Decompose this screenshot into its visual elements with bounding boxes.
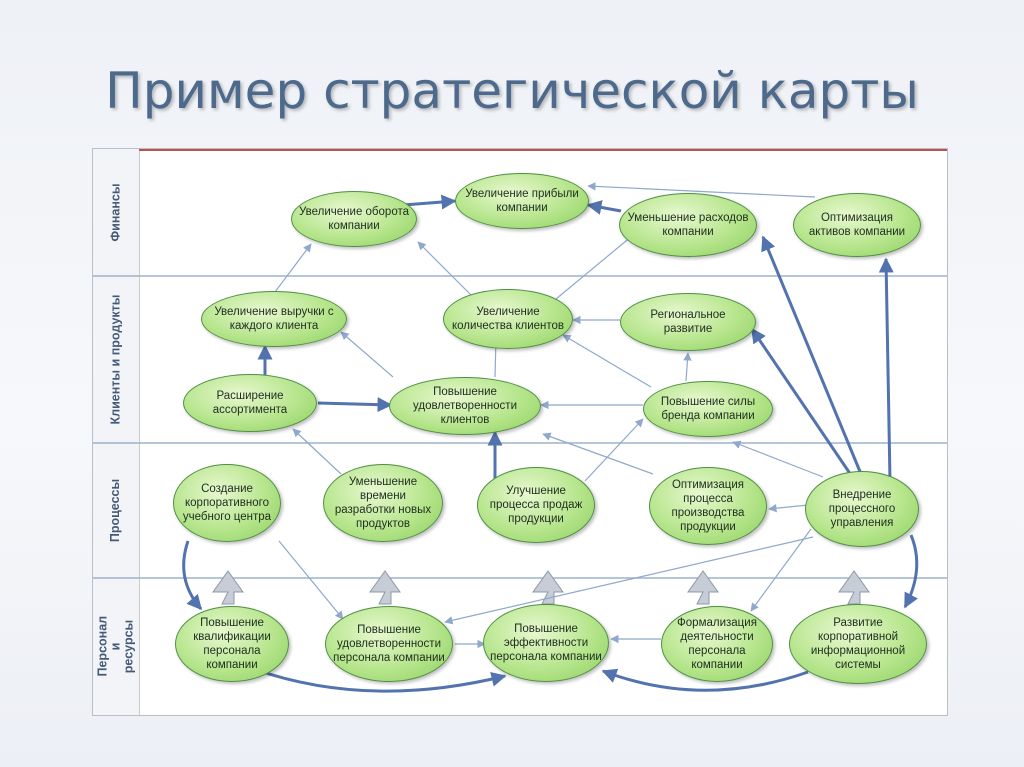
link-costs-profit	[586, 200, 622, 215]
link-brand-clientcount	[562, 334, 652, 388]
node-production: Оптимизация процесса производства продук…	[649, 467, 767, 545]
link-mgmt-costs	[761, 235, 863, 475]
link-mgmt-assets	[878, 257, 894, 482]
node-infosystem: Развитие корпоративной информационной си…	[789, 604, 927, 684]
link-training-staffsat	[278, 540, 344, 620]
lane-staff: Персонал и ресурсы	[93, 578, 140, 715]
node-client-count: Увеличение количества клиентов	[443, 289, 573, 349]
up-block-arrow-4	[687, 570, 719, 605]
link-training-qualification	[182, 540, 203, 611]
link-mgmt-regional	[750, 327, 855, 479]
link-production-satisfaction	[542, 432, 654, 475]
node-staff-efficiency: Повышение эффективности персонала компан…	[483, 604, 609, 682]
node-formalization: Формализация деятельности персонала комп…	[661, 606, 773, 682]
link-devtime-assortment	[292, 428, 342, 475]
link-mgmt-brand-area	[732, 440, 824, 478]
strategy-map: Финансы Клиенты и продукты Процессы Перс…	[92, 148, 948, 716]
lane-clients: Клиенты и продукты	[93, 276, 140, 443]
node-revenue-per-client: Увеличение выручки с каждого клиента	[201, 291, 347, 347]
node-satisfaction: Повышение удовлетворенности клиентов	[389, 377, 541, 435]
link-assortment-satisfaction	[317, 397, 393, 413]
up-block-arrow-2	[369, 570, 401, 605]
link-mgmt-infosystem	[903, 534, 919, 609]
link-brand-regional	[683, 352, 692, 382]
node-assets: Оптимизация активов компании	[793, 193, 921, 257]
up-block-arrow-3	[532, 570, 564, 605]
lane-finance: Финансы	[93, 149, 140, 276]
link-infosystem-efficiency	[601, 668, 809, 692]
link-mgmt-production	[768, 504, 809, 513]
link-qualification-efficiency	[242, 663, 507, 693]
node-profit: Увеличение прибыли компании	[455, 173, 589, 229]
node-sales-process: Улучшение процесса продаж продукции	[477, 467, 595, 543]
node-turnover: Увеличение оборота компании	[291, 191, 417, 247]
node-process-mgmt: Внедрение процессного управления	[805, 471, 919, 547]
node-regional: Региональное развитие	[620, 293, 756, 351]
page-title: Пример стратегической карты	[105, 62, 919, 120]
up-block-arrow-1	[212, 570, 244, 605]
node-costs: Уменьшение расходов компании	[619, 193, 757, 257]
node-training-center: Создание корпоративного учебного центра	[173, 464, 281, 542]
node-qualification: Повышение квалификации персонала компани…	[175, 606, 289, 682]
link-sales-brand	[584, 418, 644, 482]
lane-processes: Процессы	[93, 443, 140, 578]
link-mgmt-formal	[750, 528, 812, 612]
link-mgmt-staffsat	[444, 536, 814, 625]
link-assets-profit	[587, 182, 816, 198]
node-staff-satisfaction: Повышение удовлетворенности персонала ко…	[325, 606, 453, 682]
connections-layer	[93, 149, 947, 693]
link-satisfaction-revenue	[340, 331, 394, 378]
link-clientcount-costs	[555, 230, 639, 300]
node-assortment: Расширение ассортимента	[183, 374, 317, 432]
node-dev-time: Уменьшение времени разработки новых прод…	[323, 464, 443, 542]
up-block-arrow-5	[838, 570, 870, 605]
node-brand: Повышение силы бренда компании	[643, 381, 773, 437]
